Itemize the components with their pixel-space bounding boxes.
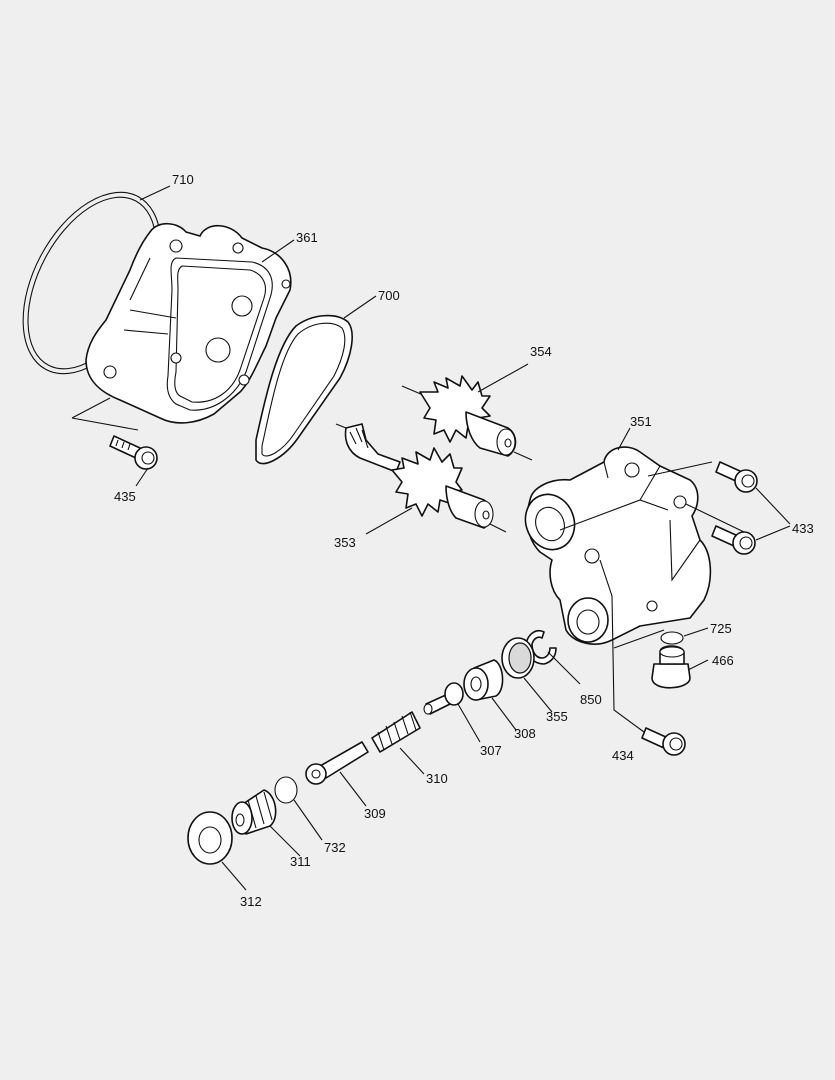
label-308: 308 <box>514 726 536 741</box>
label-309: 309 <box>364 806 386 821</box>
label-353: 353 <box>334 535 356 550</box>
label-355: 355 <box>546 709 568 724</box>
label-433: 433 <box>792 521 814 536</box>
part-307-valve <box>423 682 464 715</box>
label-361: 361 <box>296 230 318 245</box>
label-354: 354 <box>530 344 552 359</box>
part-433-bolt-upper <box>715 461 758 493</box>
part-312-nut <box>187 811 233 865</box>
label-700: 700 <box>378 288 400 303</box>
label-310: 310 <box>426 771 448 786</box>
label-710: 710 <box>172 172 194 187</box>
part-700-gasket <box>255 314 353 465</box>
part-435-bolt <box>109 435 158 470</box>
label-351: 351 <box>630 414 652 429</box>
part-309-pin <box>305 741 369 785</box>
label-311: 311 <box>290 854 311 869</box>
part-725-o-ring <box>660 631 684 645</box>
part-355-screen <box>501 637 535 679</box>
part-361-pump-cover <box>71 222 292 431</box>
part-433-bolt-lower <box>711 525 756 555</box>
label-435: 435 <box>114 489 136 504</box>
part-351-pump-body <box>524 446 745 733</box>
part-354-gear <box>401 375 533 461</box>
label-725: 725 <box>710 621 732 636</box>
part-434-bolt <box>641 727 686 756</box>
label-434: 434 <box>612 748 634 763</box>
label-312: 312 <box>240 894 262 909</box>
leader-lines <box>135 185 709 891</box>
label-850: 850 <box>580 692 602 707</box>
label-732: 732 <box>324 840 346 855</box>
part-353-drive-shaft-gear <box>335 423 507 533</box>
part-466-plug <box>651 645 691 689</box>
part-308-sleeve <box>463 659 504 701</box>
part-310-spring <box>371 711 421 753</box>
part-311-plug <box>231 789 277 835</box>
label-466: 466 <box>712 653 734 668</box>
part-732-o-ring <box>274 776 298 804</box>
label-307: 307 <box>480 743 502 758</box>
